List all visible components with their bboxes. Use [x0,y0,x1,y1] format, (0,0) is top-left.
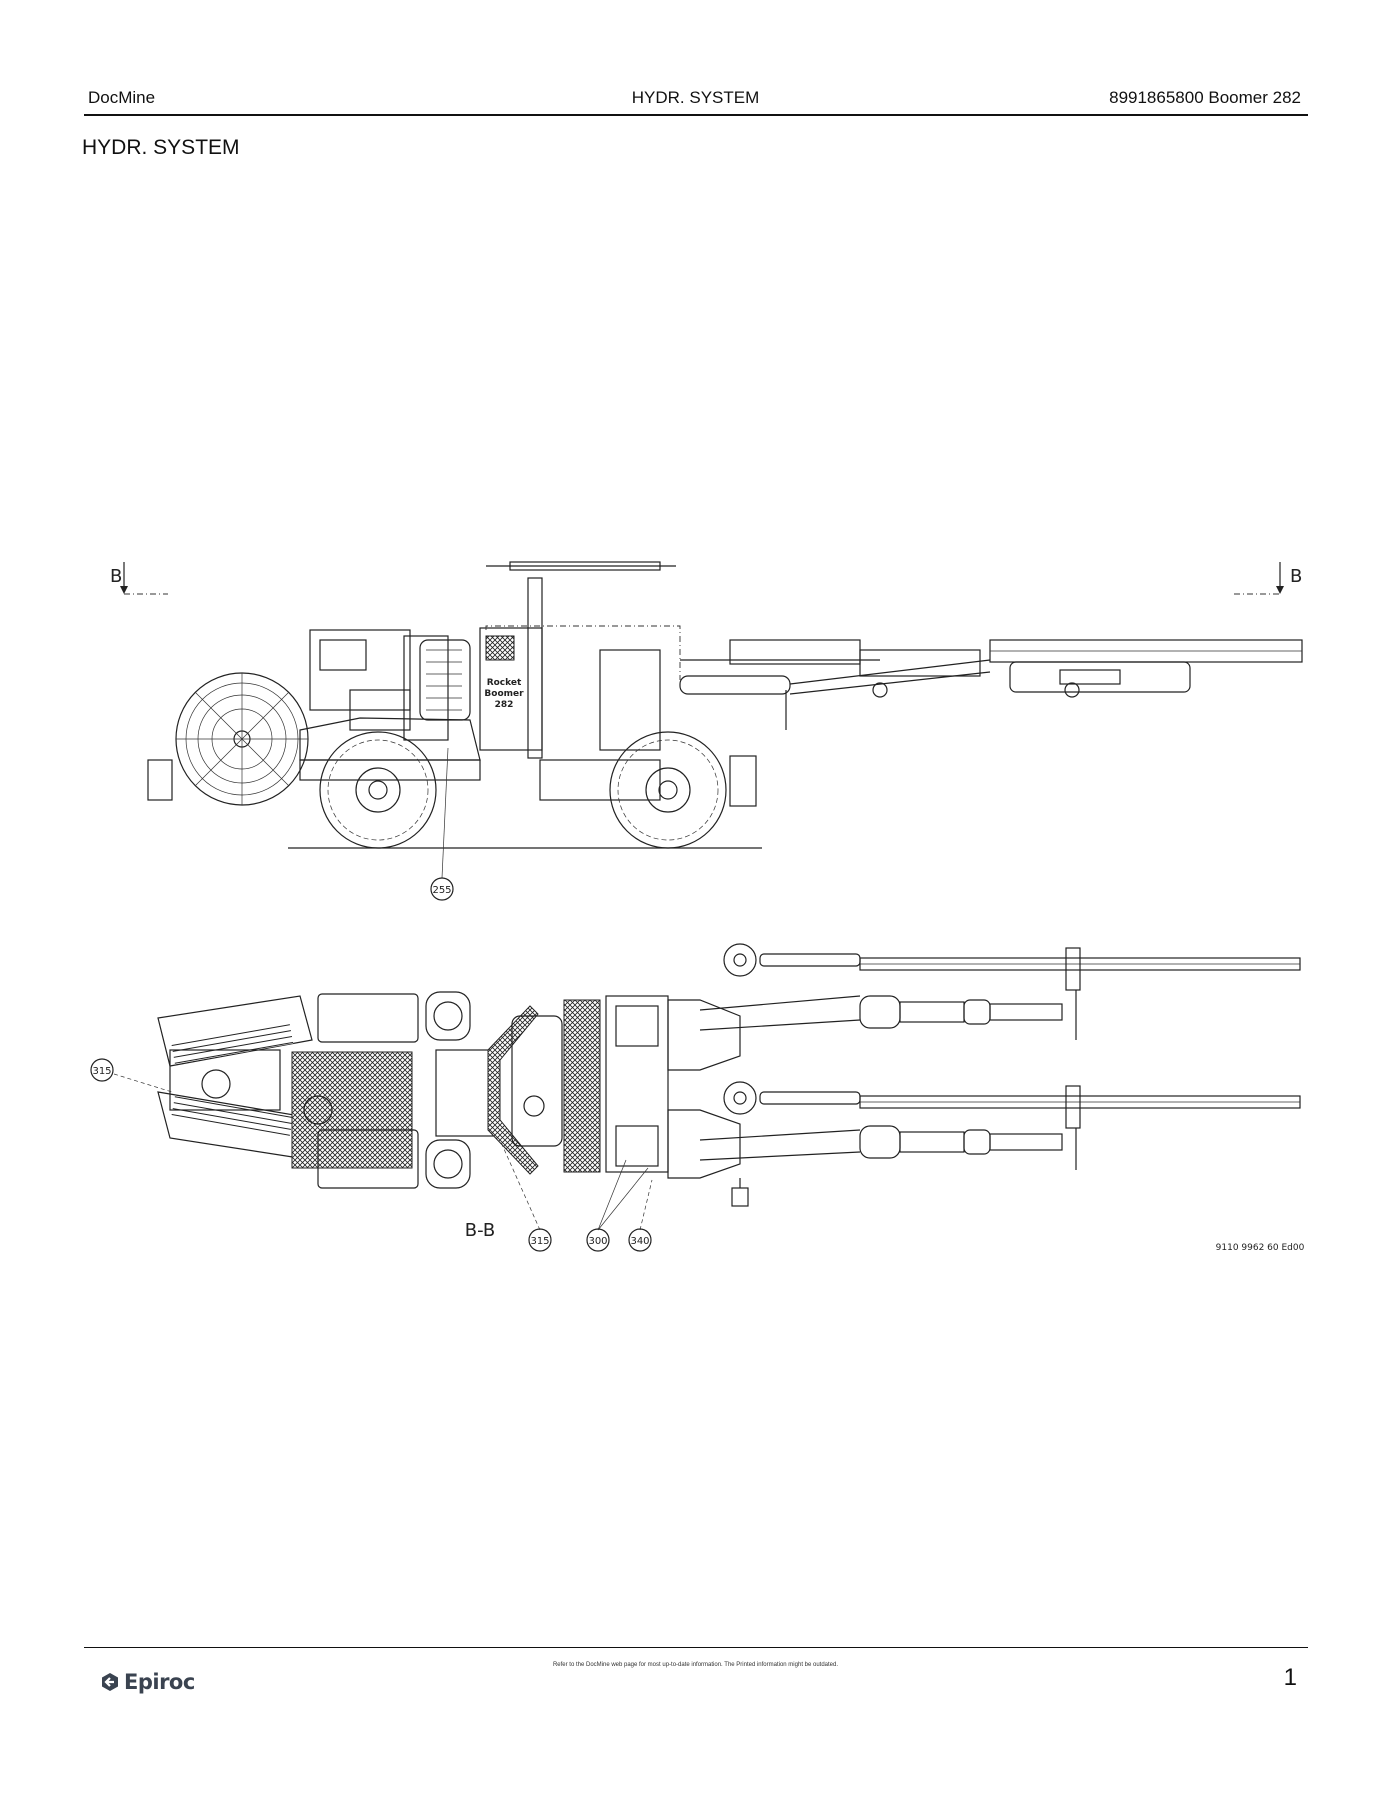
footer-rule [84,1647,1308,1648]
section-letter-left: B [110,566,122,587]
plan-radiator [291,1051,413,1169]
drawing-number: 9110 9962 60 Ed00 [1216,1243,1305,1253]
plan-rear-drum [157,995,313,1161]
front-wheel [609,731,727,849]
callout-label-315-bottom: 315 [530,1236,549,1247]
callout-340: 340 [628,1179,653,1252]
machine-plate: Rocket Boomer 282 [484,678,524,710]
plan-cab-grille [563,999,601,1173]
callout-label-315-left: 315 [92,1066,111,1077]
callout-315-left: 315 [90,1058,173,1093]
callout-315-bottom: 315 [499,1139,552,1252]
callout-255: 255 [430,747,454,901]
plan-boom-bases [667,943,757,1207]
section-marker-right: B [1234,562,1302,595]
rear-wheel [319,731,437,849]
section-view-label: B-B [465,1220,496,1241]
section-letter-right: B [1290,566,1302,587]
footer-note: Refer to the DocMine web page for most u… [552,1662,839,1668]
plate-line-3: 282 [495,700,514,710]
callout-label-300: 300 [588,1236,607,1247]
cable-reel [147,672,309,806]
header-right-label: 8991865800 Boomer 282 [1109,88,1301,107]
page-number: 1 [1283,1664,1297,1691]
plan-lower-boom [699,1085,1301,1170]
callout-label-340: 340 [630,1236,649,1247]
plan-upper-boom [699,947,1301,1040]
operator-cab: Rocket Boomer 282 [479,561,681,801]
side-view: B B [110,561,1303,901]
epiroc-logo-icon [102,1673,118,1691]
section-marker-left: B [110,562,168,595]
header-rule [84,114,1308,116]
page-title: HYDR. SYSTEM [82,136,240,159]
plan-view: B-B 315 315 300 340 9110 9962 60 Ed00 [90,943,1305,1253]
plate-line-1: Rocket [487,678,522,688]
header-left-label: DocMine [88,88,156,107]
callout-label-255: 255 [432,885,451,896]
callout-300: 300 [586,1159,649,1252]
plate-line-2: Boomer [484,689,524,699]
epiroc-logo: Epiroc [100,1670,195,1694]
boom-side [679,639,1303,730]
header-center-label: HYDR. SYSTEM [631,88,760,107]
rear-chassis [299,629,481,781]
epiroc-logo-text: Epiroc [124,1670,195,1694]
